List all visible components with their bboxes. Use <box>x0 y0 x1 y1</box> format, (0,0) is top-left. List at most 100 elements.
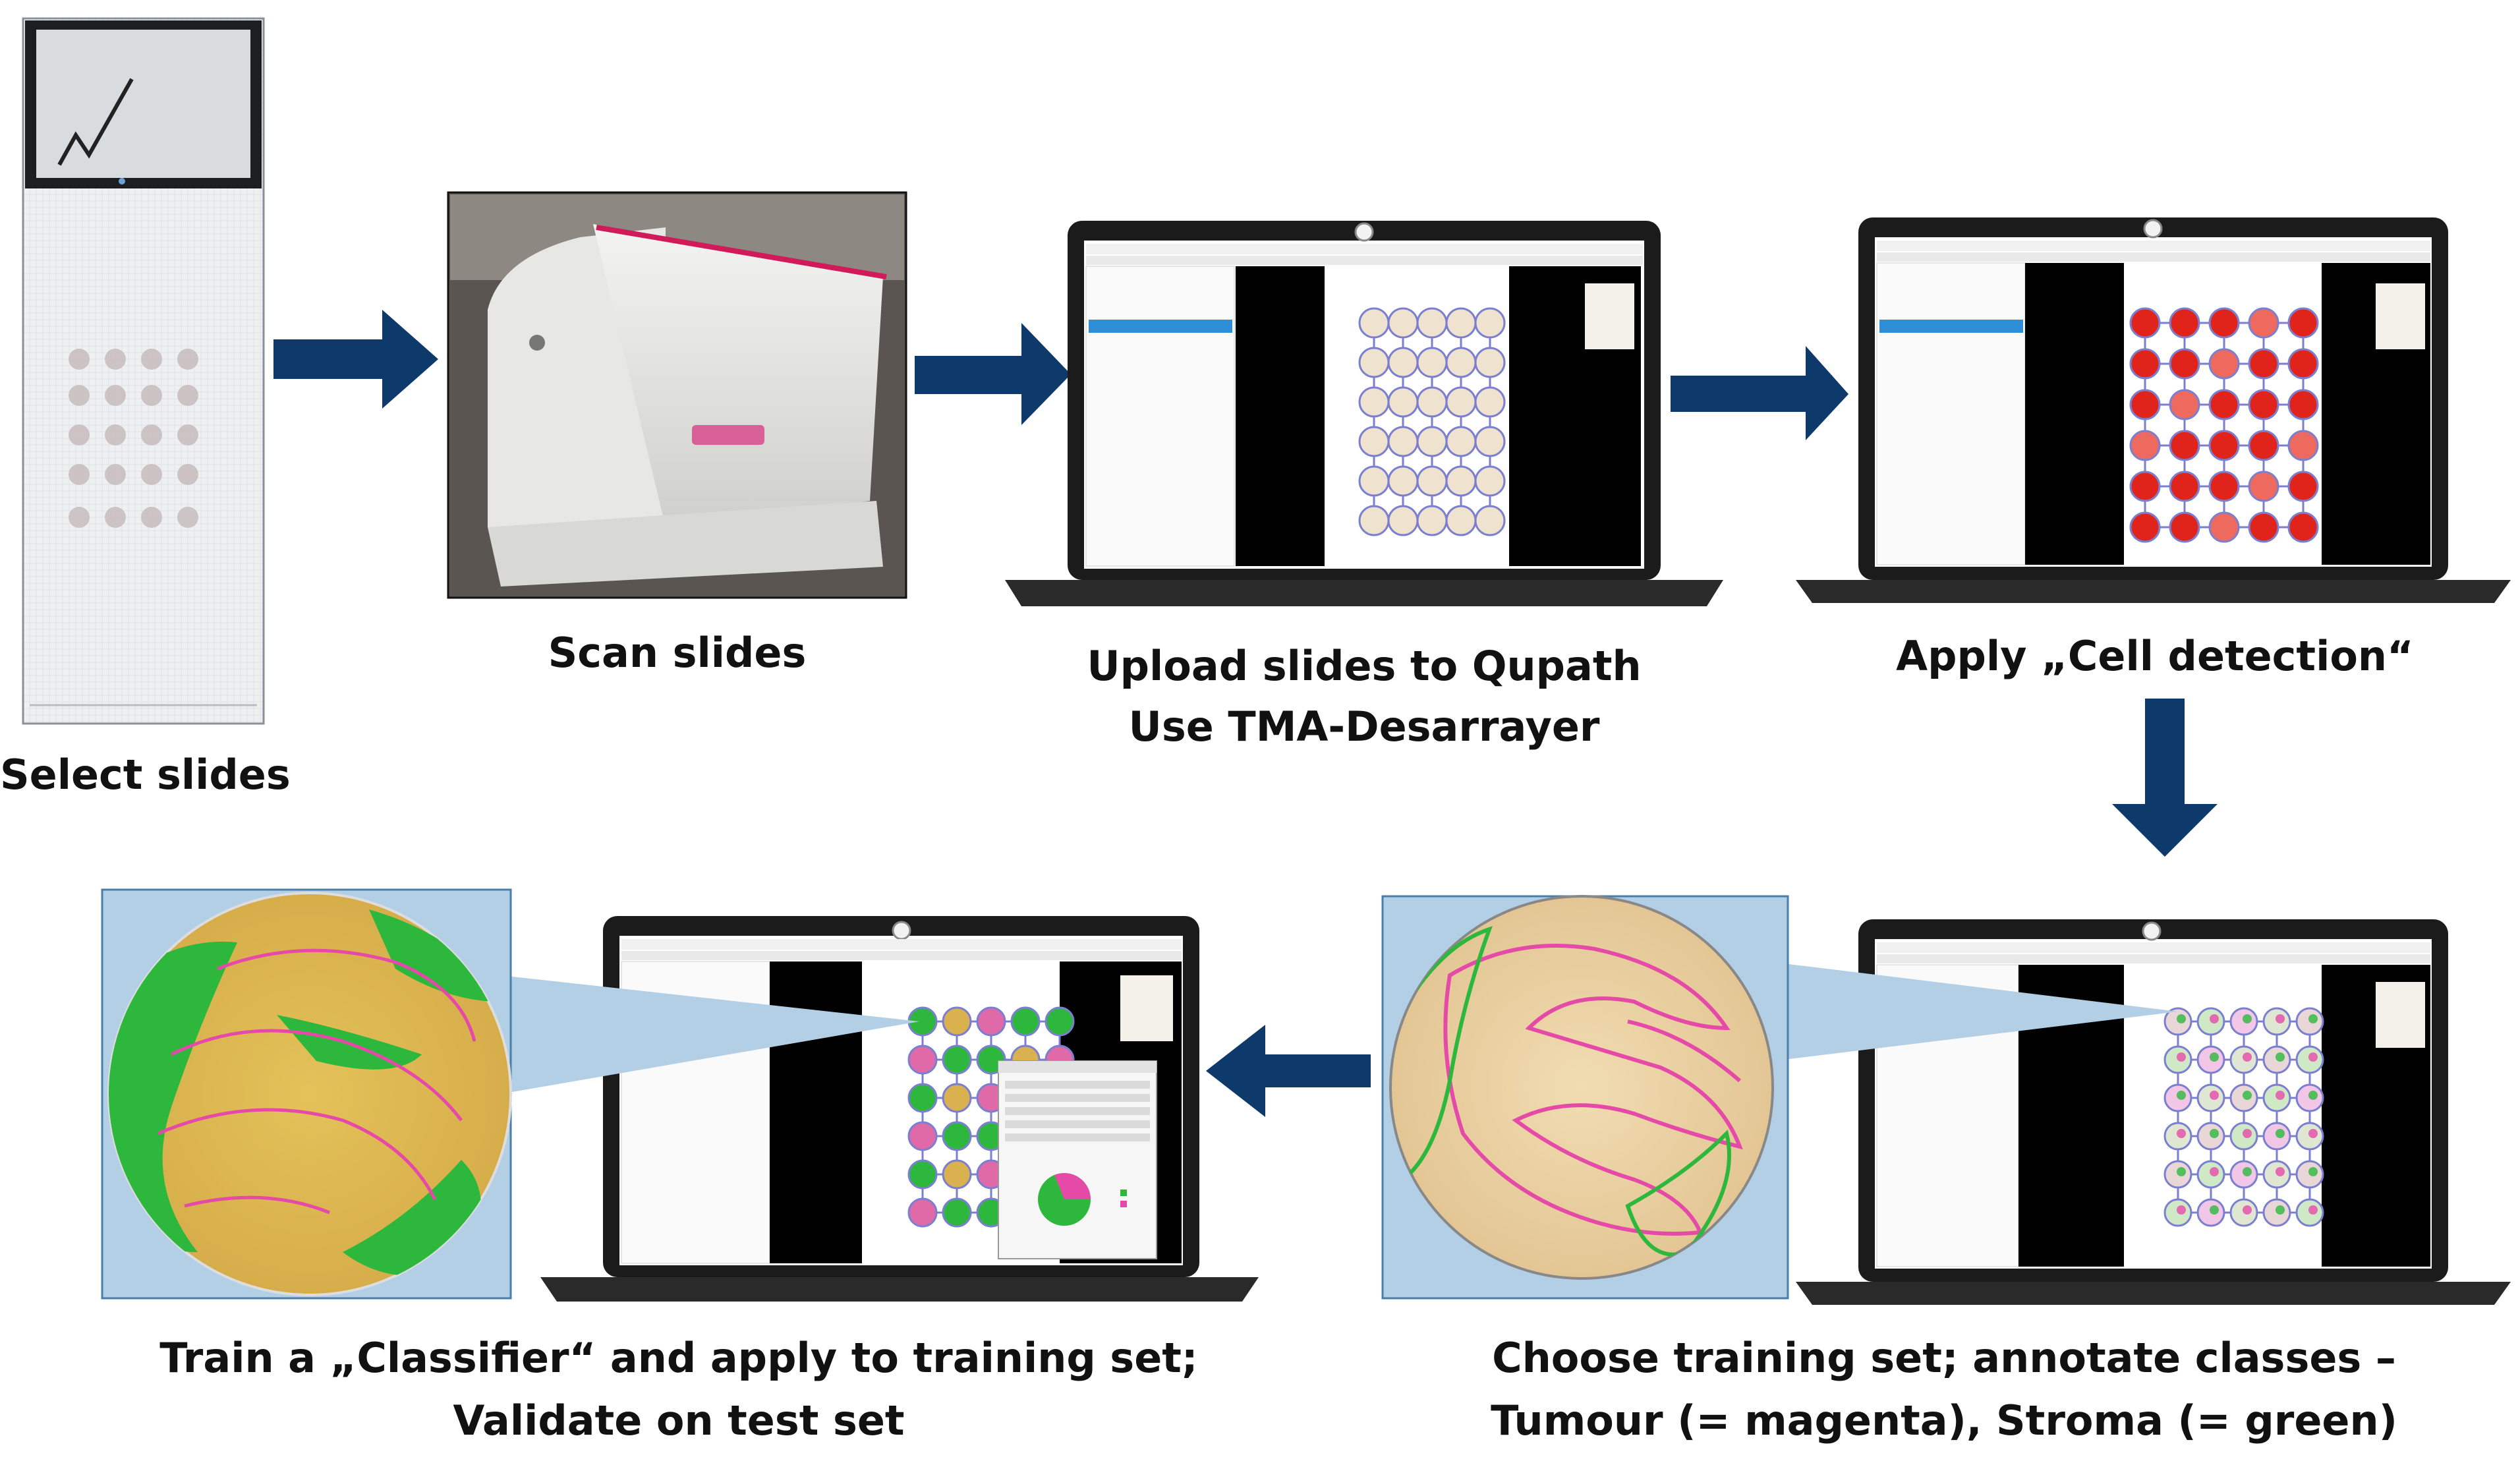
tma-grid-detected <box>2129 307 2319 543</box>
tma-core <box>2287 307 2319 339</box>
tma-core <box>2248 511 2279 543</box>
tma-core <box>2287 430 2319 461</box>
tma-grid <box>1358 307 1506 536</box>
tma-core <box>2208 430 2240 461</box>
tma-core <box>976 1006 1006 1037</box>
tma-core <box>1010 1006 1041 1037</box>
tma-core <box>2208 471 2240 502</box>
tma-core <box>2287 389 2319 420</box>
tma-core <box>942 1121 972 1151</box>
tma-core <box>1416 465 1448 497</box>
caption-scan-slides: Scan slides <box>548 629 807 677</box>
tma-core <box>1474 347 1506 378</box>
caption-train-line2: Validate on test set <box>453 1396 905 1445</box>
camera-icon <box>892 921 911 940</box>
tma-core <box>2287 348 2319 380</box>
tma-core <box>1474 307 1506 339</box>
classifier-callout <box>101 888 919 1300</box>
tma-core <box>2169 307 2200 339</box>
arrow-left-icon <box>1206 1025 1371 1117</box>
tma-core <box>2129 471 2161 502</box>
camera-icon <box>1354 222 1374 242</box>
tma-core <box>907 1045 938 1075</box>
tma-core <box>1358 426 1390 457</box>
tma-core <box>1387 465 1419 497</box>
tma-core <box>2287 511 2319 543</box>
tma-core <box>1474 465 1506 497</box>
tma-core <box>1387 505 1419 536</box>
caption-annotate-line2: Tumour (= magenta), Stroma (= green) <box>1491 1396 2397 1445</box>
tma-core <box>942 1197 972 1228</box>
tma-core <box>2248 430 2279 461</box>
tma-core <box>1445 307 1477 339</box>
tma-core <box>1445 426 1477 457</box>
tma-core <box>907 1083 938 1113</box>
tma-grid-annotated <box>2163 1007 2324 1227</box>
tma-core <box>942 1006 972 1037</box>
tma-core <box>1416 505 1448 536</box>
arrow-right-icon <box>273 310 438 409</box>
tma-core <box>2129 389 2161 420</box>
tma-core <box>1358 386 1390 418</box>
tma-core <box>1358 307 1390 339</box>
tma-core <box>2169 511 2200 543</box>
tma-core <box>2129 511 2161 543</box>
tma-core <box>942 1045 972 1075</box>
tma-core <box>1358 465 1390 497</box>
caption-train-line1: Train a „Classifier“ and apply to traini… <box>159 1334 1198 1382</box>
tma-core <box>1474 386 1506 418</box>
pie-chart-icon <box>1038 1173 1127 1226</box>
tma-core <box>907 1159 938 1190</box>
tma-core <box>1387 347 1419 378</box>
tma-core <box>2287 471 2319 502</box>
tma-core <box>2169 348 2200 380</box>
tma-core <box>2208 389 2240 420</box>
slide-scanner-icon <box>447 191 907 599</box>
tma-core <box>2248 307 2279 339</box>
caption-select-slides: Select slides <box>0 751 291 799</box>
laptop-icon <box>1796 919 2511 1305</box>
glass-slide-icon <box>22 17 265 725</box>
tma-core <box>1445 347 1477 378</box>
tma-core <box>2169 471 2200 502</box>
caption-upload-line1: Upload slides to Qupath <box>1087 642 1642 690</box>
tma-core <box>942 1083 972 1113</box>
tma-core <box>2248 471 2279 502</box>
camera-icon <box>2143 219 2163 239</box>
tma-core <box>1358 347 1390 378</box>
tma-core <box>2208 511 2240 543</box>
tma-core <box>2129 307 2161 339</box>
tma-core <box>1387 307 1419 339</box>
tma-core <box>2129 430 2161 461</box>
tma-core <box>1445 386 1477 418</box>
tma-core <box>1045 1006 1075 1037</box>
tma-core <box>2129 348 2161 380</box>
tma-core <box>907 1121 938 1151</box>
tma-core <box>1387 386 1419 418</box>
tma-core <box>2169 430 2200 461</box>
tma-core <box>1474 426 1506 457</box>
tma-core <box>1416 386 1448 418</box>
classifier-dialog <box>998 1060 1157 1259</box>
tma-core <box>1358 505 1390 536</box>
tma-core <box>1387 426 1419 457</box>
caption-annotate-line1: Choose training set; annotate classes – <box>1492 1334 2396 1382</box>
arrow-right-icon <box>915 323 1071 425</box>
arrow-down-icon <box>2112 699 2218 857</box>
tma-core <box>2248 348 2279 380</box>
tma-core <box>1474 505 1506 536</box>
tma-core <box>2169 389 2200 420</box>
tma-core <box>942 1159 972 1190</box>
tma-core <box>1445 505 1477 536</box>
camera-icon <box>2142 921 2162 941</box>
annotation-callout <box>1381 895 2178 1300</box>
tma-core <box>1416 347 1448 378</box>
tma-core <box>2208 348 2240 380</box>
arrow-right-icon <box>1671 346 1848 440</box>
tma-core <box>2248 389 2279 420</box>
tma-core <box>1416 307 1448 339</box>
tma-core <box>1416 426 1448 457</box>
tma-core <box>907 1197 938 1228</box>
caption-cell-detection: Apply „Cell detection“ <box>1896 632 2414 680</box>
